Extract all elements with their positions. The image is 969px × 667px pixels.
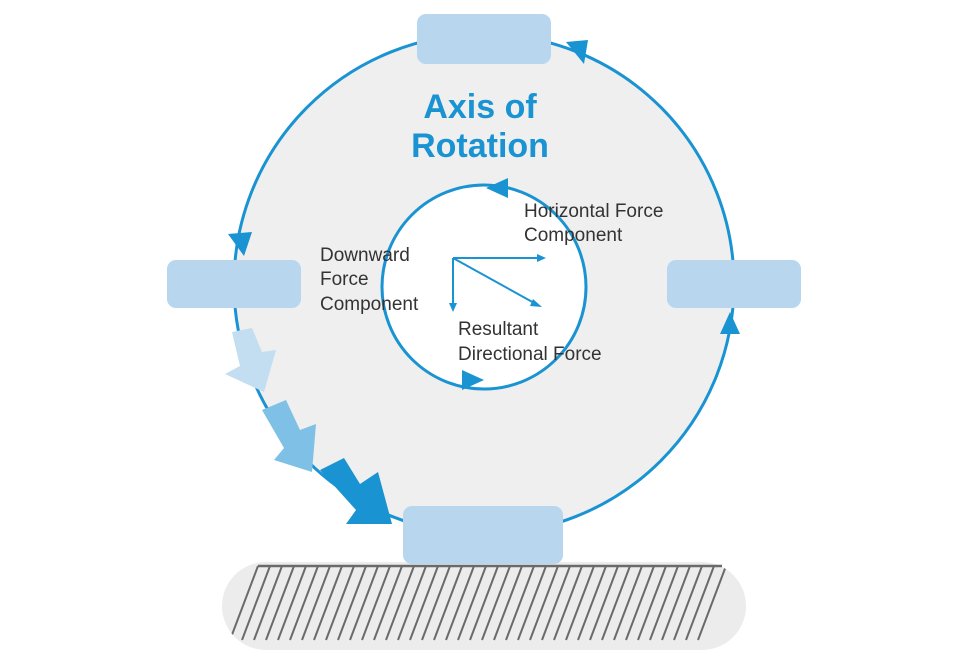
- downward-vector-head: [449, 303, 457, 312]
- title-line-2: Rotation: [411, 127, 549, 165]
- hatch-line: [553, 565, 583, 641]
- hatch-line: [241, 565, 271, 641]
- force-vectors: [449, 254, 546, 312]
- hatch-line: [337, 565, 367, 641]
- hatch-line: [277, 565, 307, 641]
- hatch-line: [361, 565, 391, 641]
- hatch-line: [685, 565, 715, 641]
- ground-pill: [222, 562, 746, 650]
- motion-arrow-1: [225, 328, 276, 392]
- hatch-line: [697, 565, 727, 641]
- hatch-line: [613, 565, 643, 641]
- hatch-line: [517, 565, 547, 641]
- resultant-vector: [452, 257, 537, 305]
- hatch-line: [409, 565, 439, 641]
- horizontal-vector-head: [537, 254, 546, 262]
- hatch-line: [373, 565, 403, 641]
- pad-top: [417, 14, 551, 64]
- hatch-line: [229, 565, 259, 641]
- hatch-line: [541, 565, 571, 641]
- pad-bottom: [403, 506, 563, 564]
- resultant-vector-head: [530, 299, 542, 307]
- hatch-line: [481, 565, 511, 641]
- hatch-line: [601, 565, 631, 641]
- resultant-label-line-1: Resultant: [458, 319, 539, 340]
- hatch-line: [301, 565, 331, 641]
- hatch-line: [565, 565, 595, 641]
- outer-arrow-left: [228, 232, 252, 256]
- outer-arrow-right: [720, 312, 740, 334]
- hatch-line: [529, 565, 559, 641]
- downward-label-line-1: Downward: [320, 245, 410, 266]
- inner-rotation-ring: [380, 183, 588, 391]
- hatch-line: [673, 565, 703, 641]
- pad-right: [667, 260, 801, 308]
- hatch-line: [577, 565, 607, 641]
- ground: [222, 562, 746, 650]
- downward-label-line-2: Force: [320, 269, 369, 290]
- hatch-line: [649, 565, 679, 641]
- hatch-line: [625, 565, 655, 641]
- hatch-line: [289, 565, 319, 641]
- hatch-line: [433, 565, 463, 641]
- hatch-line: [457, 565, 487, 641]
- ground-hatching: [229, 565, 727, 641]
- motion-arrow-3: [320, 458, 392, 524]
- hatch-line: [385, 565, 415, 641]
- hatch-line: [505, 565, 535, 641]
- hatch-line: [325, 565, 355, 641]
- hatch-line: [589, 565, 619, 641]
- hatch-line: [313, 565, 343, 641]
- hatch-line: [265, 565, 295, 641]
- hatch-line: [661, 565, 691, 641]
- hatch-line: [493, 565, 523, 641]
- resultant-label-line-2: Directional Force: [458, 344, 602, 365]
- downward-label-line-3: Component: [320, 294, 419, 315]
- title-line-1: Axis of: [423, 88, 537, 126]
- inner-arrow-bottom: [462, 370, 484, 390]
- outer-arrow-top-right: [566, 40, 588, 64]
- hatch-line: [253, 565, 283, 641]
- horizontal-label-line-2: Component: [524, 225, 623, 246]
- hatch-line: [397, 565, 427, 641]
- hatch-line: [421, 565, 451, 641]
- inner-arrow-top: [486, 178, 508, 198]
- motion-arrow-2: [262, 400, 316, 472]
- pad-left: [167, 260, 301, 308]
- hatch-line: [469, 565, 499, 641]
- hatch-line: [637, 565, 667, 641]
- horizontal-label-line-1: Horizontal Force: [524, 201, 663, 222]
- hatch-line: [349, 565, 379, 641]
- hatch-line: [445, 565, 475, 641]
